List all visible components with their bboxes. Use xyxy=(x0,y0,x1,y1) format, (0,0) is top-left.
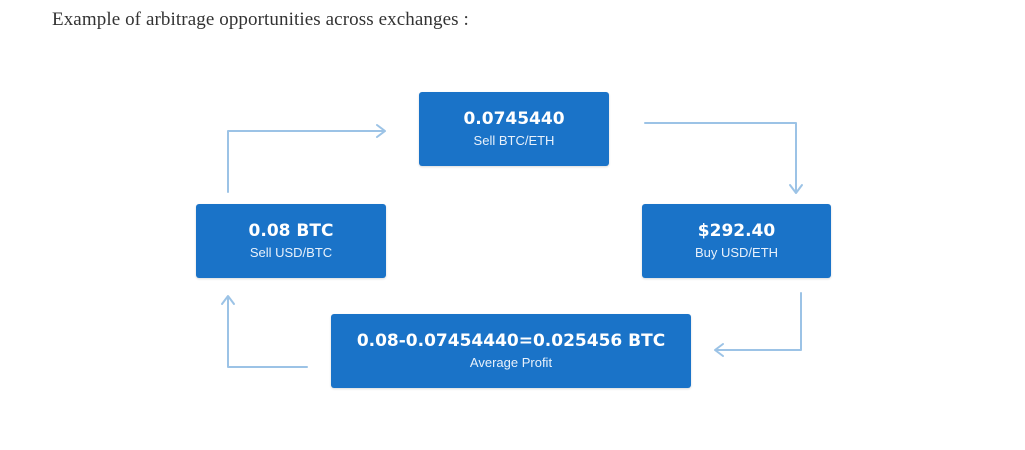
arrow-bottom-to-left xyxy=(221,295,308,368)
node-value: 0.0745440 xyxy=(463,109,565,129)
diagram-caption: Example of arbitrage opportunities acros… xyxy=(52,9,469,30)
node-label: Buy USD/ETH xyxy=(694,245,779,260)
node-sell-usd-btc: 0.08 BTC Sell USD/BTC xyxy=(196,204,386,278)
node-buy-usd-eth: $292.40 Buy USD/ETH xyxy=(642,204,831,278)
node-label: Sell USD/BTC xyxy=(249,245,333,260)
node-label: Average Profit xyxy=(469,355,553,370)
node-value: 0.08 BTC xyxy=(248,221,334,241)
node-value: 0.08-0.07454440=0.025456 BTC xyxy=(356,331,666,351)
node-value: $292.40 xyxy=(697,221,776,241)
node-label: Sell BTC/ETH xyxy=(473,133,555,148)
node-sell-btc-eth: 0.0745440 Sell BTC/ETH xyxy=(419,92,609,166)
node-average-profit: 0.08-0.07454440=0.025456 BTC Average Pro… xyxy=(331,314,691,388)
arrow-left-to-top xyxy=(227,124,386,193)
arrow-top-to-right xyxy=(644,122,803,194)
arrow-right-to-bottom xyxy=(714,292,802,357)
